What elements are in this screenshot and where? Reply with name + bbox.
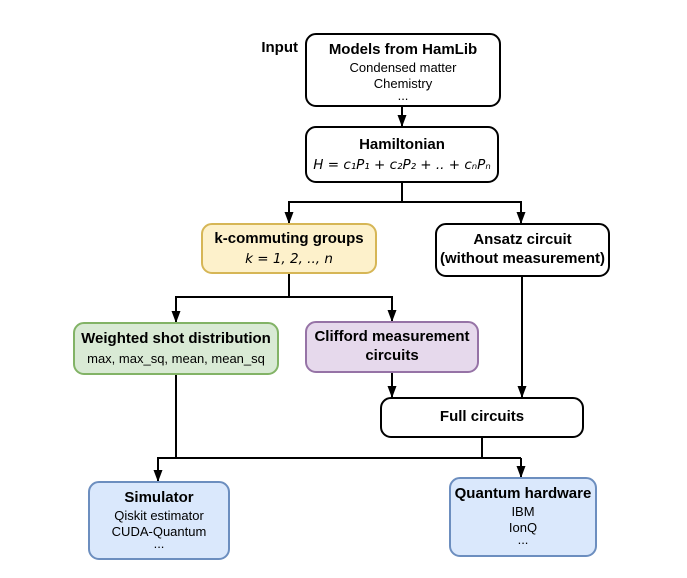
node-full-circuits: Full circuits	[380, 397, 584, 438]
node-models-from-hamlib: Models from HamLib Condensed matter Chem…	[305, 33, 501, 107]
node-quantum-hardware: Quantum hardware IBM IonQ ...	[449, 477, 597, 557]
node-title: Simulator	[124, 489, 194, 506]
arrow-bus-to-simulator	[153, 457, 521, 482]
node-line: Qiskit estimator	[114, 507, 204, 523]
node-weighted-shot-distribution: Weighted shot distribution max, max_sq, …	[73, 322, 279, 375]
node-ansatz-circuit: Ansatz circuit (without measurement)	[435, 223, 610, 277]
node-title: k-commuting groups	[214, 229, 364, 247]
arrow-hamiltonian-to-ansatz	[402, 201, 526, 224]
node-title: Models from HamLib	[328, 41, 478, 58]
node-line: CUDA-Quantum	[111, 523, 207, 539]
k-values-formula: k = 1, 2, .., n	[245, 251, 333, 268]
node-title: Full circuits	[439, 408, 525, 426]
node-hamiltonian: Hamiltonian H = c₁P₁ + c₂P₂ + .. + cₙPₙ	[305, 126, 499, 183]
node-k-commuting-groups: k-commuting groups k = 1, 2, .., n	[201, 223, 377, 274]
node-line: ...	[397, 88, 409, 104]
node-title: Weighted shot distribution	[81, 330, 271, 348]
node-title: Clifford measurement circuits	[314, 328, 470, 364]
node-simulator: Simulator Qiskit estimator CUDA-Quantum …	[88, 481, 230, 560]
node-title: Hamiltonian	[359, 135, 445, 153]
node-line: Condensed matter	[349, 59, 457, 75]
node-title: Quantum hardware	[454, 485, 592, 502]
node-clifford-measurement-circuits: Clifford measurement circuits	[305, 321, 479, 373]
node-line: max, max_sq, mean, mean_sq	[87, 350, 265, 366]
arrow-kcommuting-to-weighted	[171, 296, 289, 323]
arrow-hamiltonian-to-kcommuting	[284, 201, 402, 224]
input-label: Input	[261, 39, 298, 56]
node-subtitle: (without measurement)	[439, 250, 605, 267]
node-line: ...	[153, 536, 165, 552]
node-line: ...	[517, 532, 529, 548]
node-line: IBM	[511, 503, 535, 519]
node-title: Ansatz circuit	[473, 231, 572, 249]
node-line: Chemistry	[373, 75, 433, 91]
arrow-kcommuting-to-clifford	[289, 296, 397, 322]
hamiltonian-formula: H = c₁P₁ + c₂P₂ + .. + cₙPₙ	[313, 157, 491, 174]
node-line: IonQ	[508, 519, 538, 535]
